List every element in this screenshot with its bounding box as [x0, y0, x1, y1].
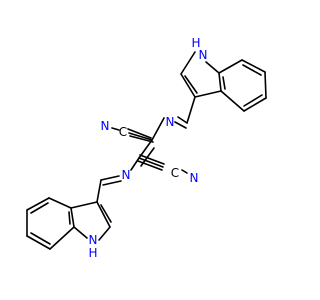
bond — [184, 75, 198, 94]
bond — [180, 51, 196, 75]
bond — [222, 76, 226, 90]
bond — [96, 179, 102, 203]
bond — [48, 197, 72, 209]
molecule-diagram: H N N N C C N N N H — [26, 36, 267, 260]
bond — [111, 127, 120, 131]
bond — [30, 202, 49, 214]
bond — [177, 116, 188, 124]
bond — [139, 154, 165, 165]
bond — [194, 90, 222, 98]
atom-label-h-top: H — [191, 36, 200, 50]
bond — [73, 226, 88, 239]
bond — [102, 180, 122, 186]
bond — [241, 59, 266, 73]
bond — [243, 97, 267, 112]
central-core — [111, 117, 188, 174]
bond — [98, 226, 111, 241]
bond — [26, 235, 51, 250]
bond — [181, 169, 188, 174]
bond — [127, 128, 152, 139]
bond — [218, 72, 222, 92]
structure-canvas: H N N N C C N N N H — [26, 36, 267, 260]
atom-label-n-imine-top: N — [166, 115, 175, 129]
bond — [129, 135, 154, 143]
bond — [100, 204, 112, 223]
atom-label-n-nitrile-right: N — [190, 171, 199, 185]
atom-label-n-imine-bottom: N — [122, 168, 131, 182]
bond — [243, 94, 263, 107]
bond — [174, 121, 187, 129]
bond — [130, 157, 140, 171]
bond — [128, 132, 153, 141]
atom-label-n-bottom-ring: N — [89, 233, 98, 247]
bond — [49, 226, 75, 250]
bond — [151, 117, 165, 141]
bond — [26, 197, 50, 211]
bond — [100, 175, 120, 181]
bond — [137, 160, 163, 171]
bond — [30, 232, 51, 245]
bond — [220, 90, 245, 112]
bond — [264, 71, 267, 99]
atom-label-c-nitrile-right: C — [171, 166, 179, 180]
bond — [70, 207, 75, 228]
atom-label-c-nitrile-left: C — [119, 125, 127, 139]
bond — [138, 157, 164, 168]
bond — [180, 73, 196, 98]
top-indole — [174, 51, 267, 129]
bond — [205, 61, 220, 74]
bond — [96, 201, 111, 228]
atom-labels: H N N N C C N N N H — [88, 36, 207, 260]
atom-label-h-bottom: H — [88, 246, 97, 260]
bond — [218, 59, 243, 74]
bond — [186, 96, 196, 124]
atom-label-n-nitrile-left: N — [101, 119, 110, 133]
bond — [68, 211, 71, 225]
bond — [242, 64, 262, 76]
bottom-indole — [26, 175, 122, 250]
bond — [70, 201, 98, 209]
atom-label-n-top-ring: N — [199, 48, 208, 62]
